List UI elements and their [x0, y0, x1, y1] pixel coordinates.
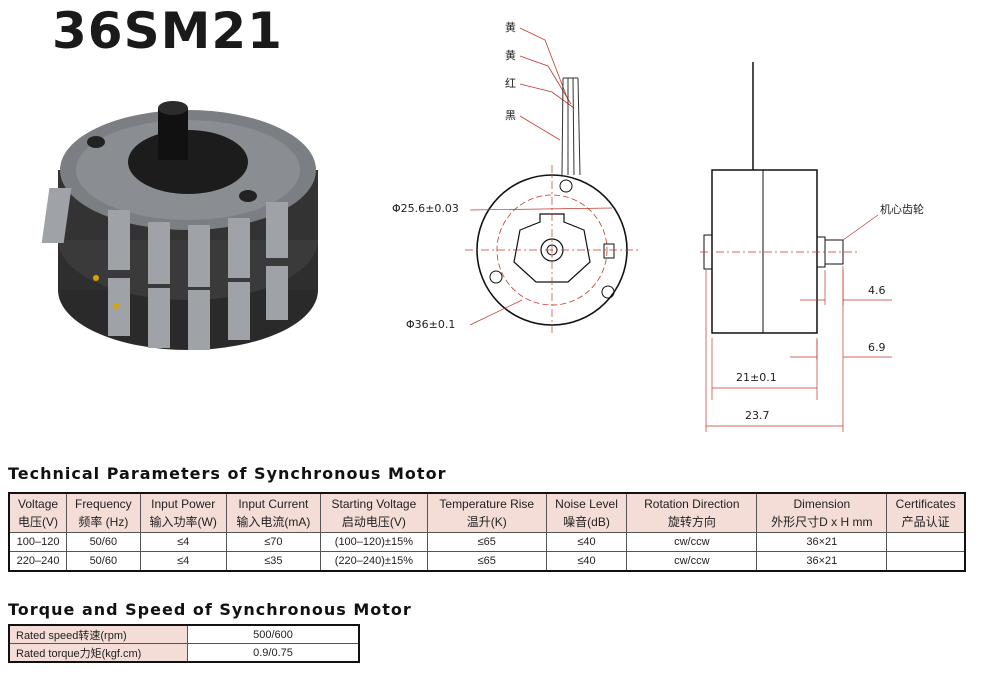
torque-table-heading: Torque and Speed of Synchronous Motor [8, 600, 412, 619]
rated-torque-label: Rated torque力矩(kgf.cm) [8, 643, 188, 663]
wire-label-2: 黄 [505, 48, 516, 62]
dim-inner-diameter: Φ25.6±0.03 [392, 202, 459, 215]
table-row: Rated torque力矩(kgf.cm) 0.9/0.75 [8, 643, 360, 663]
torque-speed-table: Rated speed转速(rpm) 500/600 Rated torque力… [8, 624, 360, 663]
dim-shaft-length: 6.9 [868, 341, 886, 354]
side-view [700, 62, 892, 432]
wire-bundle [561, 77, 581, 176]
rated-speed-value: 500/600 [187, 624, 360, 644]
dim-body-depth: 21±0.1 [736, 371, 777, 384]
rated-torque-value: 0.9/0.75 [187, 643, 360, 663]
rated-speed-label: Rated speed转速(rpm) [8, 624, 188, 644]
wire-label-3: 红 [505, 77, 516, 90]
dim-gear-width: 4.6 [868, 284, 886, 297]
dim-total-depth: 23.7 [745, 409, 770, 422]
front-view [465, 165, 640, 335]
dim-outer-diameter: Φ36±0.1 [406, 318, 455, 331]
motor-photo [41, 101, 318, 350]
wire-leader-lines [519, 27, 575, 141]
wire-label-4: 黑 [505, 109, 516, 122]
gear-label: 机心齿轮 [880, 202, 924, 216]
product-title: 36SM21 [52, 2, 283, 60]
table-row: Rated speed转速(rpm) 500/600 [8, 624, 360, 644]
tech-table-heading: Technical Parameters of Synchronous Moto… [8, 464, 447, 483]
wire-label-1: 黄 [505, 20, 516, 34]
technical-drawing: 黄 黄 红 黑 Φ25.6±0.03 Φ36±0.1 [392, 20, 924, 432]
